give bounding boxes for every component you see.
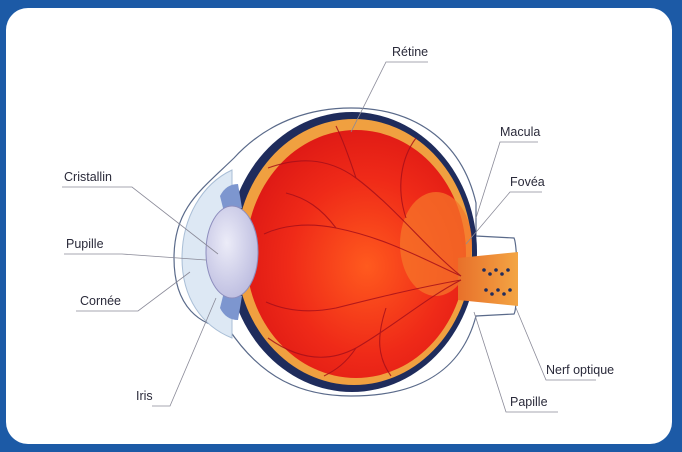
label-cornee: Cornée [80,294,121,308]
lens-shape [206,206,258,298]
label-papille: Papille [510,395,548,409]
optic-nerve [458,252,518,306]
label-retine: Rétine [392,45,428,59]
label-macula: Macula [500,125,540,139]
label-cristallin: Cristallin [64,170,112,184]
eye-anatomy-diagram: Rétine Macula Fovéa Cristallin Pupille C… [6,8,672,444]
label-iris: Iris [136,389,153,403]
diagram-card: Rétine Macula Fovéa Cristallin Pupille C… [6,8,672,444]
label-nerf-optique: Nerf optique [546,363,614,377]
label-pupille: Pupille [66,237,104,251]
label-fovea: Fovéa [510,175,545,189]
